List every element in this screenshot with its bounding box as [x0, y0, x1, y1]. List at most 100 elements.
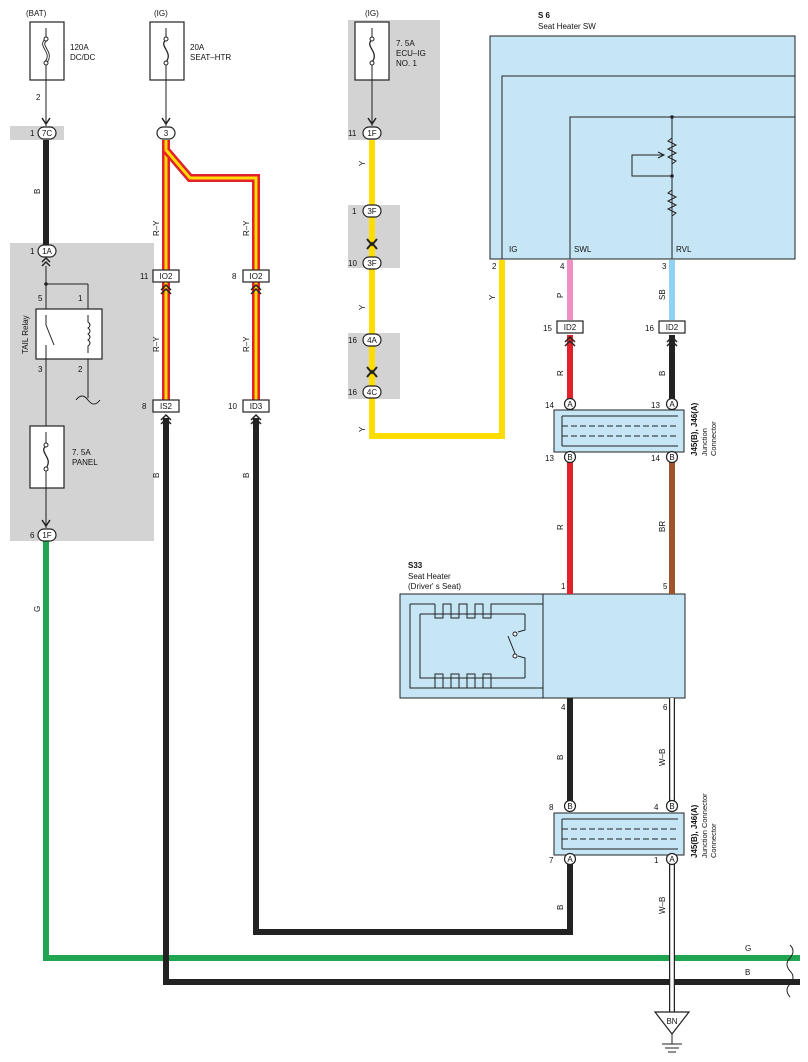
conn-id3 — [242, 399, 270, 413]
wire-label-p: P — [556, 293, 565, 298]
switch-resistor-icon — [666, 189, 678, 217]
switch-pin-ig-no: 2 — [492, 262, 497, 271]
conn-4c — [362, 385, 382, 399]
conn-id2-a — [556, 320, 584, 334]
heater-thermostat-icon — [507, 614, 526, 678]
conn-3f-2 — [362, 256, 382, 270]
jc1-code: J45(B), J46(A) — [690, 402, 699, 456]
relay-switch-icon — [45, 324, 55, 346]
jc1-pin-bl: 13 — [545, 454, 554, 463]
jc2-pin-tl: 8 — [549, 803, 554, 812]
svg-text:IS2: IS2 — [160, 402, 173, 411]
tail-relay-box — [35, 308, 103, 360]
svg-text:3F: 3F — [367, 207, 376, 216]
svg-text:A: A — [567, 855, 573, 864]
fuse-1-rating: 120A — [70, 43, 89, 52]
jc1-pin-tr: 13 — [651, 401, 660, 410]
svg-text:ID2: ID2 — [666, 323, 679, 332]
wire-label-wb2: W–B — [658, 897, 667, 914]
wire-b-id3 — [253, 418, 573, 935]
relay-pin-3: 3 — [38, 365, 43, 374]
jc2-pin-tr: 4 — [654, 803, 659, 812]
heater-element-icon — [409, 603, 543, 689]
svg-text:A: A — [669, 855, 675, 864]
svg-text:1F: 1F — [367, 129, 376, 138]
jc1-desc-2: Connector — [709, 421, 718, 456]
wire-y-ecu-ig — [369, 140, 505, 439]
fuse-4-symbol — [43, 445, 49, 469]
jc2-pin-br: 1 — [654, 856, 659, 865]
wire-label-r2: R — [556, 524, 565, 530]
conn-4c-pin: 16 — [348, 388, 357, 397]
conn-id2-a-pin: 15 — [543, 324, 552, 333]
wire-label-bus-b: B — [745, 968, 750, 977]
heater-pin-5: 5 — [663, 582, 668, 591]
relay-coil-icon — [87, 315, 91, 353]
conn-1a — [37, 244, 57, 258]
wire-label-ry4: R–Y — [242, 336, 251, 352]
switch-name: Seat Heater SW — [538, 22, 596, 31]
wire-label-r1: R — [556, 370, 565, 376]
switch-pin-rvl-no: 3 — [662, 262, 667, 271]
jc2-code: J45(B), J46(A) — [690, 804, 699, 858]
heater-code: S33 — [408, 561, 423, 570]
wire-label-br: BR — [658, 521, 667, 532]
wire-label-b3: B — [658, 371, 667, 376]
wire-g-panel — [43, 540, 800, 961]
heater-pin-6: 6 — [663, 703, 668, 712]
conn-4a — [362, 333, 382, 347]
svg-text:7C: 7C — [42, 129, 52, 138]
wire-label-ry1: R–Y — [152, 220, 161, 236]
switch-pin-ig-label: IG — [509, 245, 517, 254]
conn-id2-b-pin: 16 — [645, 324, 654, 333]
wire-label-y3: Y — [358, 426, 367, 432]
heater-name: Seat Heater — [408, 572, 451, 581]
fuse-2-rating: 20A — [190, 43, 205, 52]
conn-io2-a — [152, 269, 180, 283]
bus-break-mark — [786, 944, 794, 998]
switch-variable-resistor-icon — [666, 137, 678, 165]
svg-text:ID3: ID3 — [250, 402, 263, 411]
fuse-4-name: PANEL — [72, 458, 98, 467]
switch-code: S 6 — [538, 11, 551, 20]
conn-io2-b-pin: 8 — [232, 272, 237, 281]
conn-3f-1 — [362, 204, 382, 218]
fuse-2-symbol — [163, 39, 169, 63]
wire-label-y1: Y — [358, 160, 367, 166]
fuse-1-pin: 2 — [36, 93, 41, 102]
jc1-pin-br: 14 — [651, 454, 660, 463]
fuse-3-name: ECU–IG — [396, 49, 426, 58]
conn-id3-pin: 10 — [228, 402, 237, 411]
svg-text:A: A — [669, 400, 675, 409]
svg-text:B: B — [669, 453, 674, 462]
seat-heater-control-body — [542, 593, 686, 699]
fuse-3-supply: (IG) — [365, 9, 379, 18]
svg-text:4A: 4A — [367, 336, 377, 345]
switch-pin-rvl-label: RVL — [676, 245, 692, 254]
switch-pin-swl-label: SWL — [574, 245, 592, 254]
wire-label-wb1: W–B — [658, 749, 667, 766]
conn-1f-top — [362, 126, 382, 140]
jc2-desc-2: Connector — [709, 823, 718, 858]
wire-label-b4: B — [556, 755, 565, 760]
wire-label-b-id3: B — [242, 473, 251, 478]
relay-ground-wave-icon — [75, 395, 101, 405]
relay-pin-5: 5 — [38, 294, 43, 303]
heater-pin-4: 4 — [561, 703, 566, 712]
relay-pin-2: 2 — [78, 365, 83, 374]
conn-3f-2-pin: 10 — [348, 259, 357, 268]
wire-label-b2: B — [152, 473, 161, 478]
relay-pin-1: 1 — [78, 294, 83, 303]
svg-text:B: B — [567, 802, 572, 811]
shade-panel-group — [10, 243, 154, 541]
conn-1a-pin: 1 — [30, 247, 35, 256]
conn-7c — [37, 126, 57, 140]
conn-1f-pin: 6 — [30, 531, 35, 540]
svg-text:3F: 3F — [367, 259, 376, 268]
tail-relay-label: TAIL Relay — [21, 315, 30, 354]
jc2-pin-bl: 7 — [549, 856, 554, 865]
svg-text:A: A — [567, 400, 573, 409]
heater-name-2: (Driver' s Seat) — [408, 582, 461, 591]
seat-heater-element-body — [399, 593, 544, 699]
fuse-3-rating: 7. 5A — [396, 39, 415, 48]
